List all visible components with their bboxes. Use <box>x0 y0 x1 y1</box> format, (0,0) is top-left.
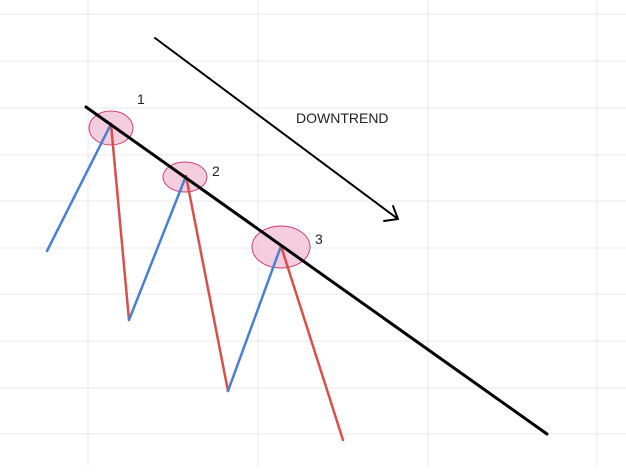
down-leg-2 <box>184 174 230 393</box>
touch-label-3: 3 <box>315 231 323 247</box>
up-leg-2 <box>127 174 188 322</box>
touch-label-1: 1 <box>137 91 145 107</box>
down-leg-3 <box>279 244 345 442</box>
up-leg-3 <box>226 244 283 393</box>
price-legs <box>45 122 345 442</box>
touch-label-2: 2 <box>212 163 220 179</box>
down-leg-1 <box>109 122 131 322</box>
arrow-shaft <box>154 37 399 220</box>
arrow-head <box>383 205 399 222</box>
downtrend-label: DOWNTREND <box>296 110 389 126</box>
up-leg-1 <box>45 122 113 253</box>
trendline <box>84 105 549 436</box>
direction-arrow <box>154 37 399 222</box>
